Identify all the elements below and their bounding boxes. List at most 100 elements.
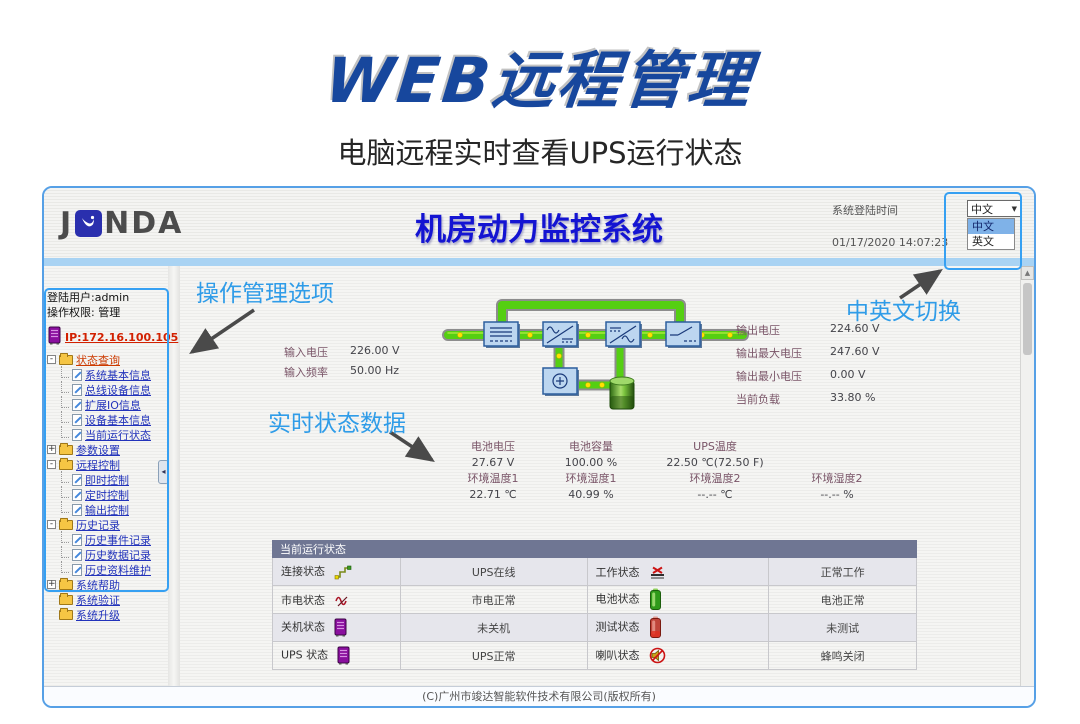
- sidebar-item-label[interactable]: 扩展IO信息: [85, 398, 141, 412]
- input-reading-label: 输入频率: [284, 366, 328, 379]
- sidebar-item-label[interactable]: 历史事件记录: [85, 533, 151, 547]
- status-label: 喇叭状态: [595, 648, 640, 662]
- status-table-title: 当前运行状态: [272, 540, 917, 558]
- status-label: 市电状态: [281, 593, 325, 607]
- sidebar-item-label[interactable]: 系统升级: [76, 608, 120, 622]
- server-purple-icon: [337, 646, 350, 665]
- scroll-up-icon[interactable]: ▲: [1021, 266, 1034, 280]
- sidebar-item: 即时控制: [47, 470, 168, 487]
- language-option[interactable]: 英文: [972, 235, 994, 248]
- app-window: J NDA 机房动力监控系统 系统登陆时间 01/17/2020 14:07:2…: [42, 186, 1036, 708]
- tree-connector: [61, 410, 69, 423]
- sidebar-item-label[interactable]: 系统帮助: [76, 578, 120, 592]
- chevron-down-icon: ▼: [1011, 204, 1017, 213]
- page-icon: [72, 503, 82, 516]
- sidebar-item: 系统基本信息: [47, 365, 168, 382]
- battery-reading-label: 环境湿度2: [811, 472, 863, 485]
- login-time-label: 系统登陆时间: [832, 204, 898, 217]
- sidebar-item: - 状态查询: [47, 352, 168, 367]
- battery-reading-label: 环境湿度1: [565, 472, 617, 485]
- table-row: 关机状态未关机测试状态未测试: [272, 613, 917, 642]
- sidebar-item-label[interactable]: 系统验证: [76, 593, 120, 607]
- nav-tree: - 状态查询系统基本信息总线设备信息扩展IO信息设备基本信息当前运行状态 + 参数设置…: [47, 352, 168, 622]
- page-icon: [72, 398, 82, 411]
- output-reading-value: 247.60 V: [830, 345, 880, 358]
- sidebar-collapse-button[interactable]: ◂: [158, 460, 169, 484]
- sidebar-item: 历史资料维护: [47, 560, 168, 577]
- status-value: 未关机: [399, 613, 588, 642]
- sidebar-item-label[interactable]: 参数设置: [76, 443, 120, 457]
- sidebar-item-label[interactable]: 远程控制: [76, 458, 120, 472]
- server-purple-icon: [334, 618, 347, 637]
- battery-green-icon: [649, 588, 662, 611]
- sidebar-item: - 远程控制: [47, 457, 168, 472]
- page-icon: [72, 548, 82, 561]
- language-dropdown-list: 中文英文: [967, 218, 1015, 250]
- sidebar-item-label[interactable]: 定时控制: [85, 488, 129, 502]
- sidebar: 登陆用户:admin 操作权限: 管理 IP:172.16.100.105 -状…: [44, 266, 178, 686]
- plus-expander-icon[interactable]: +: [47, 579, 56, 589]
- page-icon: [72, 368, 82, 381]
- status-label: 关机状态: [281, 620, 325, 634]
- vertical-scrollbar[interactable]: ▲: [1020, 266, 1034, 686]
- sidebar-item-label[interactable]: 历史记录: [76, 518, 120, 532]
- output-reading-value: 0.00 V: [830, 368, 866, 381]
- sidebar-item-label[interactable]: 系统基本信息: [85, 368, 151, 382]
- sidebar-item-label[interactable]: 历史资料维护: [85, 563, 151, 577]
- minus-expander-icon[interactable]: -: [47, 460, 56, 469]
- permission: 操作权限: 管理: [47, 306, 121, 319]
- sidebar-item-label[interactable]: 输出控制: [85, 503, 129, 517]
- ups-flow-diagram: [442, 299, 749, 410]
- annotation-language-label: 中英文切换: [846, 299, 961, 325]
- page-icon: [72, 413, 82, 426]
- sidebar-item-label[interactable]: 状态查询: [76, 353, 120, 367]
- sidebar-item: 历史数据记录: [47, 545, 168, 562]
- battery-reading-label: 电池电压: [471, 440, 515, 453]
- status-value: 蜂鸣关闭: [768, 641, 917, 670]
- page-icon: [72, 533, 82, 546]
- output-reading-value: 224.60 V: [830, 322, 880, 335]
- status-label: 电池状态: [595, 592, 640, 606]
- status-label: 连接状态: [281, 565, 325, 579]
- copyright-footer: (C)广州市竣达智能软件技术有限公司(版权所有): [44, 686, 1034, 706]
- server-icon: [48, 326, 61, 348]
- sidebar-item-label[interactable]: 即时控制: [85, 473, 129, 487]
- folder-icon: [59, 577, 73, 590]
- sidebar-item-label[interactable]: 历史数据记录: [85, 548, 151, 562]
- output-reading-label: 输出最大电压: [736, 347, 802, 360]
- sidebar-item-label[interactable]: 设备基本信息: [85, 413, 151, 427]
- minus-expander-icon[interactable]: -: [47, 355, 56, 364]
- output-reading-label: 输出最小电压: [736, 370, 802, 383]
- page-icon: [72, 383, 82, 396]
- tree-connector: [61, 395, 69, 408]
- ip-link[interactable]: IP:172.16.100.105: [65, 330, 179, 344]
- battery-reading-label: 环境温度1: [467, 472, 519, 485]
- language-option[interactable]: 中文: [968, 219, 1014, 234]
- sidebar-item: 历史事件记录: [47, 530, 168, 547]
- sidebar-item: 扩展IO信息: [47, 395, 168, 412]
- tree-connector: [61, 500, 69, 513]
- scrollbar-thumb[interactable]: [1023, 283, 1032, 355]
- battery-reading-value: --.-- %: [820, 487, 854, 501]
- ip-row: IP:172.16.100.105: [48, 326, 178, 348]
- logo-text-right: NDA: [104, 206, 184, 241]
- status-value: 电池正常: [768, 585, 917, 614]
- minus-expander-icon[interactable]: -: [47, 520, 56, 529]
- input-reading-value: 50.00 Hz: [350, 364, 400, 377]
- sidebar-item-label[interactable]: 总线设备信息: [85, 383, 151, 397]
- language-selected: 中文: [971, 202, 993, 216]
- status-value: 市电正常: [399, 585, 588, 614]
- sidebar-item-label[interactable]: 当前运行状态: [85, 428, 151, 442]
- header-divider-bar: [44, 258, 1034, 266]
- table-row: 市电状态 市电正常电池状态 电池正常: [272, 585, 917, 614]
- status-label: 测试状态: [595, 620, 640, 634]
- sidebar-item: 总线设备信息: [47, 380, 168, 397]
- plus-expander-icon[interactable]: +: [47, 444, 56, 454]
- language-select[interactable]: 中文 ▼: [967, 200, 1021, 217]
